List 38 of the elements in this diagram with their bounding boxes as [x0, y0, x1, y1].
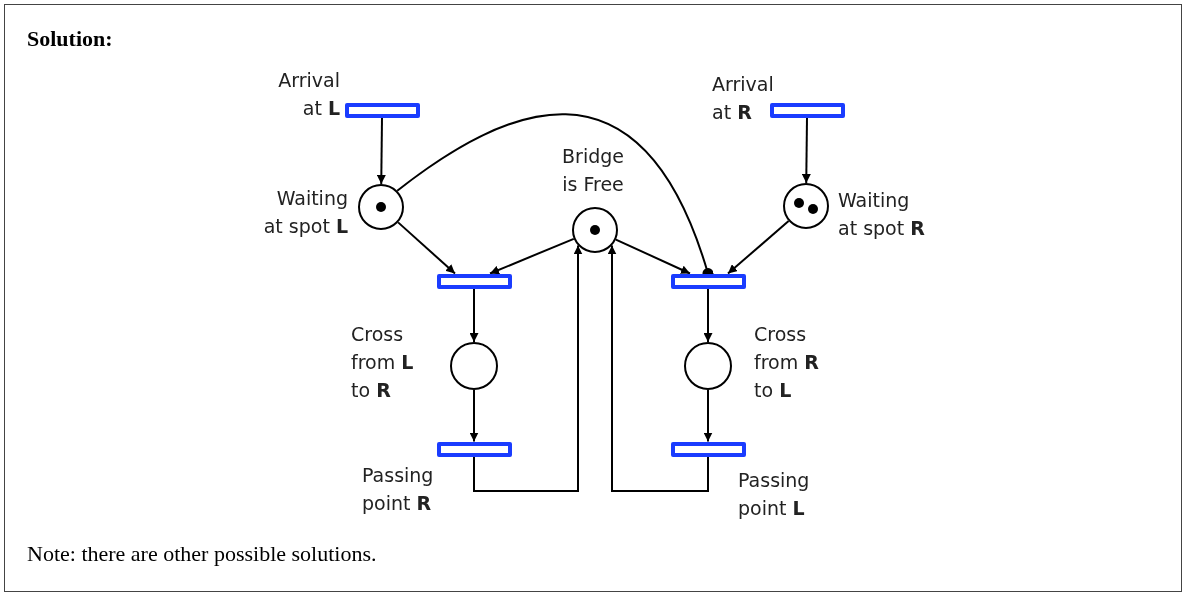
arrow [727, 220, 790, 275]
token-dot [375, 201, 386, 212]
arrow [397, 221, 456, 275]
transition-label: Passing point L [738, 468, 811, 521]
arrow [614, 238, 691, 275]
transition-label: Arrival at R [712, 72, 775, 125]
place-circle [684, 342, 732, 390]
arrow [376, 116, 386, 185]
token-dot [807, 203, 818, 214]
token-dot [589, 224, 600, 235]
transition-bar [670, 441, 746, 457]
place-circle [450, 342, 498, 390]
transition-label: Passing point R [362, 463, 435, 516]
place-label: Waiting at spot R [838, 188, 926, 241]
note-text: Note: there are other possible solutions. [27, 541, 377, 567]
transition-bar [769, 102, 845, 118]
transition-bar [344, 102, 420, 118]
place-label: Bridge is Free [561, 144, 625, 197]
heading: Solution: [27, 26, 113, 52]
place-circle [572, 207, 618, 253]
transition-bar [670, 273, 746, 289]
token-dot [793, 197, 804, 208]
place-label: Waiting at spot L [262, 186, 348, 239]
arrow [801, 116, 811, 184]
transition-label: Arrival at L [277, 68, 340, 121]
place-circle [783, 183, 829, 229]
arrow [607, 244, 709, 492]
arrow [703, 287, 713, 343]
transition-bar [436, 273, 512, 289]
arrow [703, 389, 713, 443]
arrow [469, 287, 479, 343]
arrow [489, 237, 575, 275]
transition-bar [436, 441, 512, 457]
arrow [469, 389, 479, 443]
place-circle [358, 184, 404, 230]
place-label: Cross from L to R [351, 322, 415, 403]
place-label: Cross from R to L [754, 322, 820, 403]
arrow [473, 244, 583, 492]
